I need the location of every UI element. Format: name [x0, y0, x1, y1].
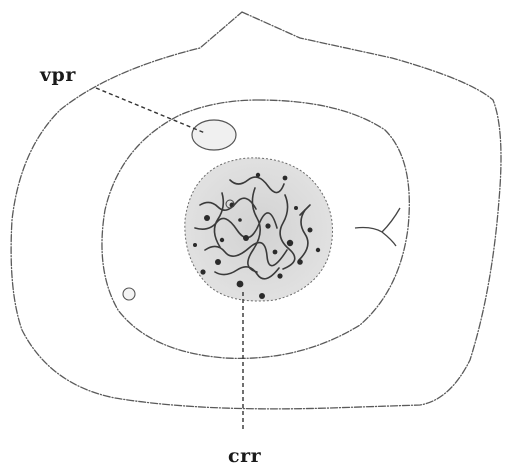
vacuole-left [123, 288, 135, 300]
vpr-leader-line [96, 88, 205, 133]
nucleus [185, 158, 333, 301]
vpr-label: vpr [39, 64, 76, 86]
vacuole-top [192, 120, 236, 150]
right-inclusion [355, 208, 400, 246]
crr-label: crr [228, 445, 262, 467]
